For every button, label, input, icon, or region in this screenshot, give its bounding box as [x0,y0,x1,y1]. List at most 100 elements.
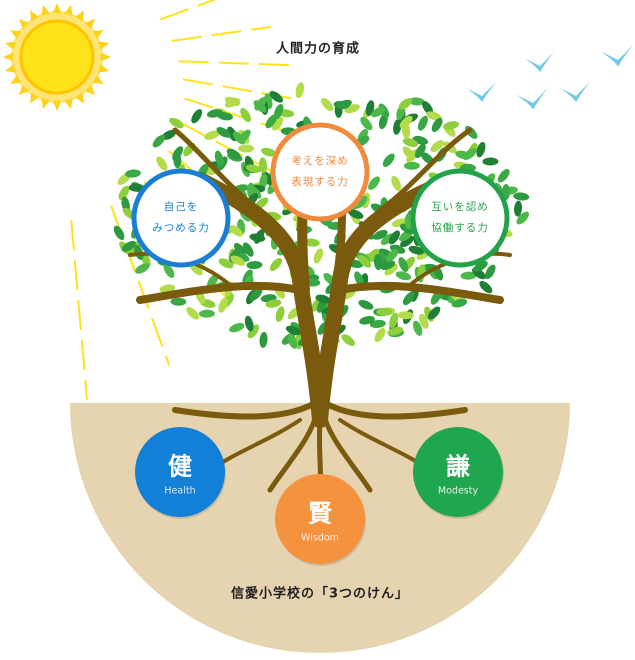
virtue-modesty-label: Modesty [437,485,479,497]
sun-spike [52,100,62,111]
leaf [321,97,334,112]
leaf [242,269,253,285]
virtue-health-kanji: 健 [168,452,192,481]
leaf [170,297,187,306]
leaf [430,140,444,153]
leaf [417,115,428,131]
leaf [460,271,477,280]
leaf [428,306,441,320]
virtue-wisdom-kanji: 賢 [308,499,332,528]
ability-line2: 表現する力 [291,176,349,188]
bird [466,82,496,102]
leaf [216,127,231,138]
footer-caption: 信愛小学校の「3つのけん」 [230,586,410,602]
leaf [191,109,203,124]
leaf [373,254,382,270]
leaf [455,150,472,160]
leaf [388,230,400,245]
leaf [386,248,399,262]
leaf [303,238,320,247]
leaf [374,327,386,343]
leaf [366,248,380,262]
leaf [249,233,266,242]
leaf [358,299,374,310]
sun-spike [100,52,111,62]
virtue-modesty-kanji: 謙 [446,452,470,481]
leaf [275,306,285,322]
leaf [233,242,246,257]
ability-ring [410,168,510,268]
leaf [244,315,254,332]
birds-icon [466,44,634,110]
leaf [402,138,419,148]
ability-collaboration: 互いを認め 協働する力 [431,197,489,239]
leaf [497,169,510,183]
leaf [368,176,380,190]
leaf [169,117,184,129]
sun-ray [160,0,217,21]
sun-ray [70,220,88,400]
leaf [224,96,241,107]
sun-icon [11,11,103,103]
ability-self-reflection: 自己を みつめる力 [152,197,210,239]
leaf [159,284,176,293]
leaf [246,261,263,270]
leaf [516,211,529,225]
virtue-wisdom-label: Wisdom [301,532,339,544]
leaf [476,141,486,158]
leaf [249,288,263,301]
leaf [389,312,399,329]
leaf [135,263,150,274]
sun-spike [52,3,62,14]
leaf [451,298,468,308]
ability-line2: 協働する力 [431,222,489,234]
leaf [172,146,184,161]
leaf [484,264,496,280]
leaf [247,324,260,339]
leaf [118,185,130,200]
sun-spike [84,18,96,30]
leaf [285,325,302,336]
leaf [152,134,166,148]
leaf [218,297,228,313]
ability-line1: 互いを認め [431,201,489,213]
virtue-circle [135,427,225,517]
leaf [382,153,395,167]
bird [600,44,634,67]
leaf [218,258,234,269]
leaf [253,100,267,113]
sun-spike [3,52,14,62]
leaf [333,100,350,110]
leaf [369,319,386,329]
leaf [399,115,413,129]
leaf [204,130,220,140]
leaf [161,129,177,140]
sun-spike [18,18,30,30]
leaf [229,225,243,237]
leaf [514,200,523,217]
ability-line2: みつめる力 [152,222,210,234]
leaf [295,82,305,99]
leaf [387,326,403,336]
leaf [384,263,398,276]
leaf [242,242,254,257]
leaf [370,106,386,118]
leaf [315,294,331,304]
leaf [269,257,283,272]
ability-expression: 考えを深め 表現する力 [291,151,349,193]
leaf [408,245,425,255]
leaf [348,209,364,219]
leaf [141,251,151,268]
sun-ray [171,25,272,42]
leaf [431,117,443,133]
leaf [482,157,499,166]
leaf [376,307,393,316]
leaf [402,122,411,139]
bird [524,52,554,72]
leaf [513,192,530,201]
leaf [341,334,355,346]
leaf [313,248,324,264]
leaf [163,263,175,278]
